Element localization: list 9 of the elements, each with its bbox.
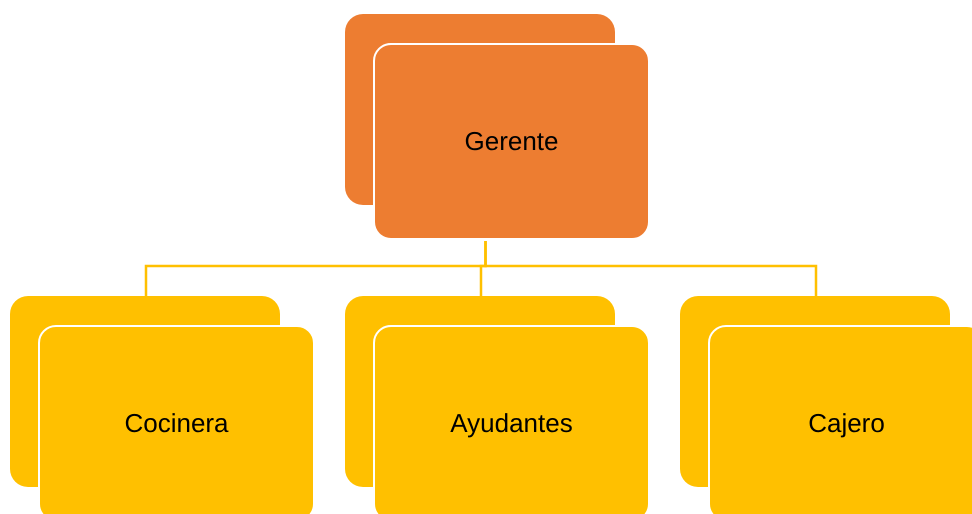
stacked-card [680, 296, 972, 514]
card-label: Gerente [464, 125, 558, 158]
stacked-card [345, 14, 648, 238]
stacked-card [10, 296, 313, 514]
card-label: Ayudantes [450, 407, 573, 440]
card-label: Cajero [808, 407, 885, 440]
stacked-card [345, 296, 648, 514]
connector-line [484, 241, 818, 296]
card-label: Cocinera [124, 407, 229, 440]
